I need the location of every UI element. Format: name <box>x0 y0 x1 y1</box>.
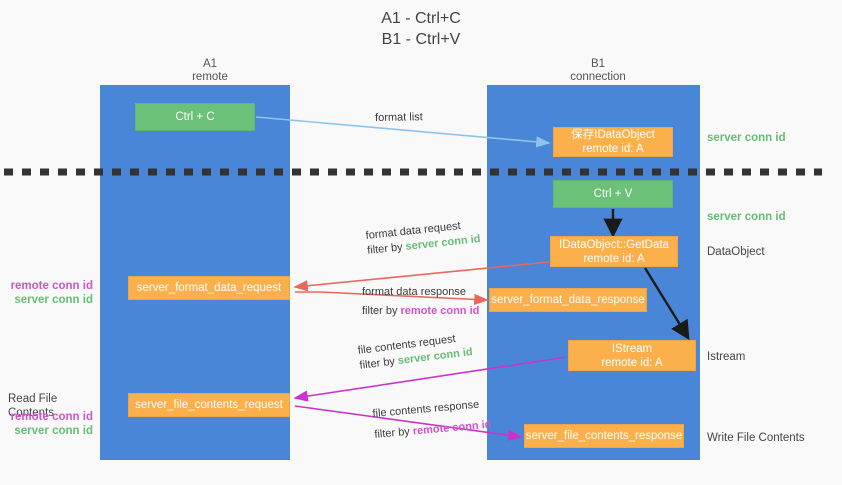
label-istream: Istream <box>707 351 746 363</box>
label-server-conn-id-2: server conn id <box>14 425 93 437</box>
box-ctrl-v[interactable]: Ctrl + V <box>553 180 673 208</box>
box-server-file-contents-response[interactable]: server_file_contents_response <box>524 424 684 448</box>
label-conn-ids-lower: remote conn id server conn id <box>8 410 93 438</box>
label-dataobject: DataObject <box>707 246 765 258</box>
arrow-format-data-request <box>293 261 550 292</box>
filter-prefix: filter by <box>362 305 401 317</box>
edge-label-format-list: format list <box>375 110 423 126</box>
page-title: A1 - Ctrl+C B1 - Ctrl+V <box>381 10 461 48</box>
box-save-idataobject[interactable]: 保存IDataObject remote id: A <box>553 127 673 157</box>
edge-label-format-data-response-filter: filter by remote conn id <box>362 304 479 319</box>
column-a1-name: A1 <box>202 58 218 70</box>
box-server-format-data-request[interactable]: server_format_data_request <box>128 276 290 300</box>
box-istream[interactable]: IStream remote id: A <box>568 340 696 371</box>
arrow-format-list <box>255 116 551 148</box>
box-save-idataobject-line1: 保存IDataObject <box>571 129 655 141</box>
label-write-file-contents: Write File Contents <box>707 432 805 444</box>
column-header-b1: B1 connection <box>503 58 693 84</box>
box-save-idataobject-line2: remote id: A <box>582 143 644 155</box>
edge-label-format-data-response: format data response filter by remote co… <box>362 285 479 319</box>
box-server-file-contents-response-label: server_file_contents_response <box>525 430 683 442</box>
label-server-conn-id-mid: server conn id <box>707 211 786 223</box>
column-b1-role: connection <box>570 71 626 83</box>
label-server-conn-id-top: server conn id <box>707 132 786 144</box>
label-remote-conn-id-2: remote conn id <box>10 411 93 423</box>
filter-value-remote-conn-id: remote conn id <box>400 305 480 317</box>
column-b1-name: B1 <box>590 58 606 70</box>
column-header-a1: A1 remote <box>115 58 305 84</box>
label-remote-conn-id-1: remote conn id <box>10 280 93 292</box>
box-ctrl-v-label: Ctrl + V <box>593 188 633 200</box>
box-istream-line1: IStream <box>611 342 653 355</box>
box-server-format-data-response-label: server_format_data_response <box>491 294 645 306</box>
arrow-file-contents-request <box>293 356 568 402</box>
box-getdata-line2: remote id: A <box>583 252 645 265</box>
arrow-format-data-response <box>295 291 489 305</box>
arrow-file-contents-response <box>294 405 523 441</box>
box-server-file-contents-request[interactable]: server_file_contents_request <box>128 393 290 417</box>
filter-prefix: filter by <box>366 240 407 257</box>
box-server-file-contents-request-label: server_file_contents_request <box>135 399 283 411</box>
box-idataobject-getdata[interactable]: IDataObject::GetData remote id: A <box>550 236 678 267</box>
box-istream-line2: remote id: A <box>601 356 663 369</box>
box-getdata-line1: IDataObject::GetData <box>559 238 669 251</box>
filter-prefix: filter by <box>358 355 399 372</box>
label-conn-ids-upper: remote conn id server conn id <box>8 279 93 307</box>
column-a1-role: remote <box>192 71 228 83</box>
box-ctrl-c-label: Ctrl + C <box>175 111 215 123</box>
edge-label-format-list-line1: format list <box>375 111 423 124</box>
label-server-conn-id-1: server conn id <box>14 294 93 306</box>
box-server-format-data-request-label: server_format_data_request <box>136 282 282 294</box>
label-read-file-contents: Read File Contents <box>8 393 58 419</box>
arrow-getdata-to-istream <box>643 267 690 341</box>
box-ctrl-c[interactable]: Ctrl + C <box>135 103 255 131</box>
filter-prefix: filter by <box>373 425 414 441</box>
edge-label-format-data-response-line1: format data response <box>362 286 466 298</box>
box-server-format-data-response[interactable]: server_format_data_response <box>489 288 647 312</box>
